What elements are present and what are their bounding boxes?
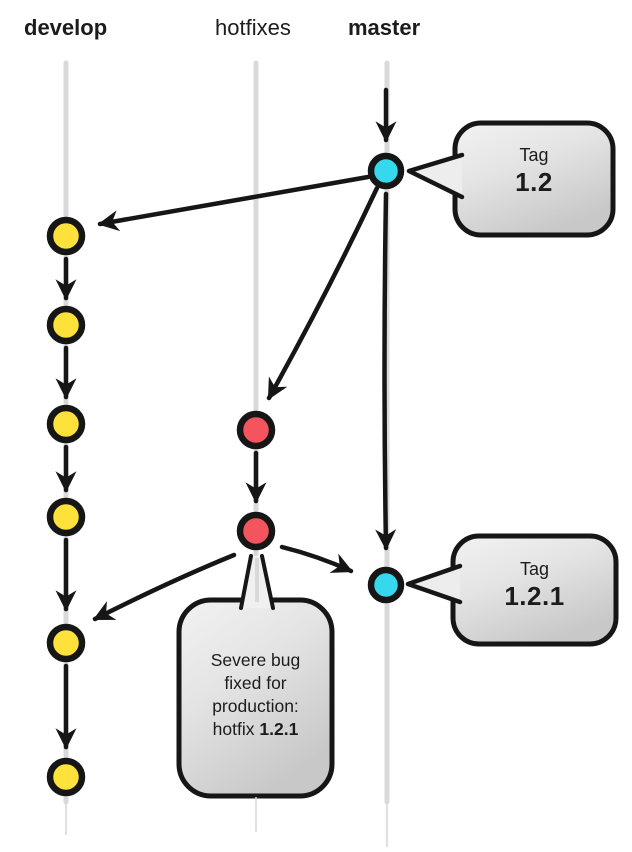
note-line-normal: hotfix [212,719,255,739]
commit-node-master-2 [367,566,405,604]
hotfix-note-pointer-outline [260,554,275,610]
tag-label: Tag [519,145,549,165]
tag-version: 1.2 [515,167,553,197]
tag-1-2-1-callout-pointer [408,564,460,604]
commit-node-develop-2 [46,305,86,345]
note-line: production: [212,696,299,716]
note-line: Severe bug [210,650,301,670]
hotfix-note-pointer-outline [239,554,253,610]
commit-node-develop-4 [46,497,86,537]
branch-label-master: master [348,15,421,40]
commit-node-develop-5 [46,623,86,663]
commit-node-develop-6 [46,757,86,797]
commit-node-hotfix-1 [236,410,276,450]
arrow-master1-to-master2 [375,191,397,551]
arrow-master1-to-hotfix1 [266,185,380,401]
tag-version: 1.2.1 [504,581,565,611]
tag-1-2-callout: Tag 1.2 [455,145,613,197]
branch-label-develop: develop [24,15,108,40]
hotfix-note: Severe bug fixed for production: hotfix … [179,649,332,741]
tag-1-2-1-callout: Tag 1.2.1 [453,559,616,611]
tag-1-2-callout-pointer-outline [406,152,465,200]
note-line: hotfix 1.2.1 [179,718,332,741]
tag-1-2-callout-pointer [409,153,462,199]
commit-node-develop-3 [46,404,86,444]
commit-node-develop-1 [46,216,86,256]
note-line-bold: 1.2.1 [259,719,299,739]
tag-1-2-1-callout-pointer-outline [405,563,463,605]
tag-label: Tag [519,559,550,579]
note-line: fixed for [224,673,287,693]
arrow-master1-to-develop1 [97,174,371,232]
arrow-hotfix2-to-develop5 [92,552,237,622]
branch-label-hotfixes: hotfixes [215,15,291,40]
commit-node-hotfix-2 [236,511,276,551]
arrow-hotfix2-to-master2 [279,544,354,574]
commit-node-master-1 [367,152,405,190]
